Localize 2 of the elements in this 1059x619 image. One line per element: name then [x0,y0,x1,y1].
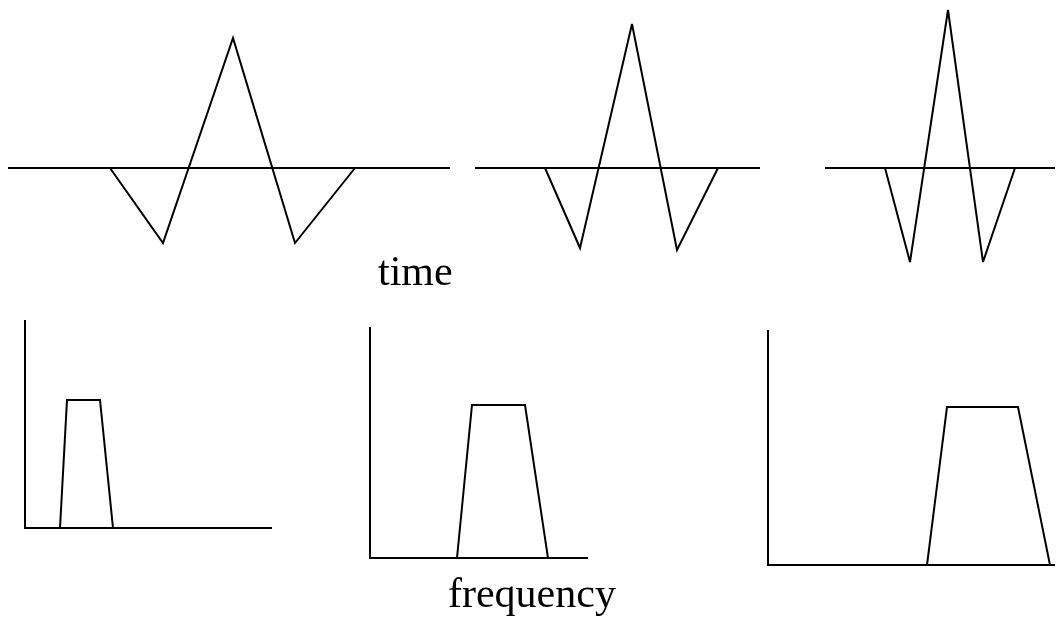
axis-label: time [378,250,453,292]
axis-label: frequency [448,572,616,614]
